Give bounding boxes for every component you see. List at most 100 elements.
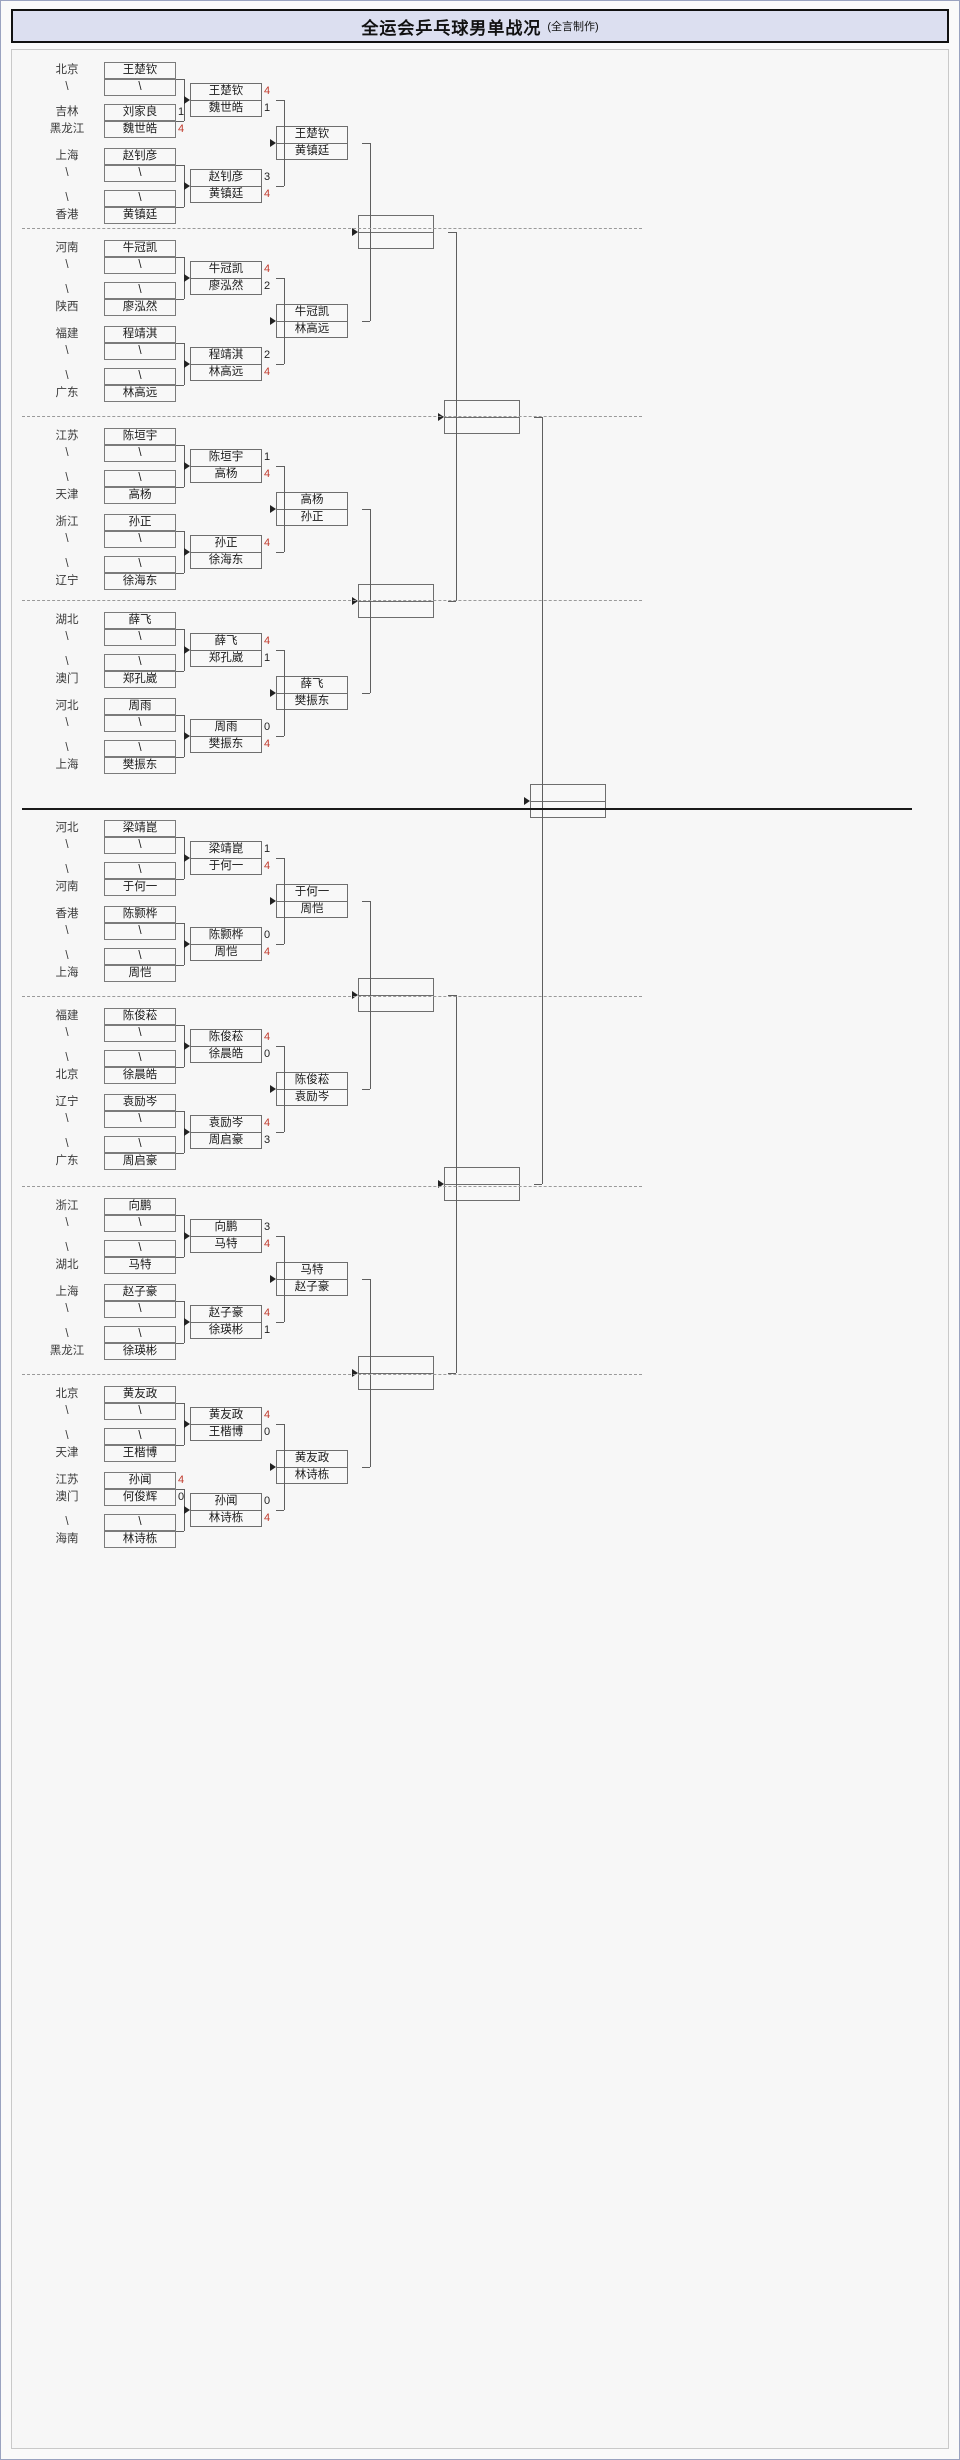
round1-slot[interactable]: \ bbox=[104, 1111, 176, 1128]
round1-slot[interactable]: \ bbox=[104, 923, 176, 940]
round2-match[interactable]: 薛飞郑孔崴 bbox=[190, 633, 262, 667]
round1-slot[interactable]: \ bbox=[104, 654, 176, 671]
round1-slot[interactable]: 陈垣宇 bbox=[104, 428, 176, 445]
seed-label: 黑龙江 bbox=[49, 1345, 85, 1357]
round1-slot[interactable]: \ bbox=[104, 1326, 176, 1343]
round3-match[interactable]: 薛飞樊振东 bbox=[276, 676, 348, 710]
round1-slot[interactable]: 魏世皓 bbox=[104, 121, 176, 138]
connector-h bbox=[276, 650, 284, 651]
connector-h bbox=[176, 1531, 184, 1532]
round1-slot[interactable]: \ bbox=[104, 948, 176, 965]
seed-label: 辽宁 bbox=[55, 575, 79, 587]
round1-slot[interactable]: 徐瑛彬 bbox=[104, 1343, 176, 1360]
match-player-top: 向鹏 bbox=[191, 1220, 261, 1237]
round1-slot[interactable]: \ bbox=[104, 1025, 176, 1042]
round2-match[interactable]: 梁靖崑于何一 bbox=[190, 841, 262, 875]
seed-label: 香港 bbox=[55, 908, 79, 920]
round1-slot[interactable]: 王楚钦 bbox=[104, 62, 176, 79]
round1-slot[interactable]: \ bbox=[104, 1403, 176, 1420]
round1-slot[interactable]: \ bbox=[104, 531, 176, 548]
round2-match[interactable]: 周雨樊振东 bbox=[190, 719, 262, 753]
round1-slot[interactable]: 樊振东 bbox=[104, 757, 176, 774]
round2-match[interactable]: 向鹏马特 bbox=[190, 1219, 262, 1253]
round1-slot[interactable]: \ bbox=[104, 862, 176, 879]
round2-match[interactable]: 陈垣宇高杨 bbox=[190, 449, 262, 483]
round1-slot[interactable]: 向鹏 bbox=[104, 1198, 176, 1215]
round2-match[interactable]: 赵子豪徐瑛彬 bbox=[190, 1305, 262, 1339]
round1-slot[interactable]: \ bbox=[104, 470, 176, 487]
round1-slot[interactable]: 高杨 bbox=[104, 487, 176, 504]
round3-match[interactable]: 高杨孙正 bbox=[276, 492, 348, 526]
round1-slot[interactable]: \ bbox=[104, 556, 176, 573]
round2-match[interactable]: 黄友政王楷博 bbox=[190, 1407, 262, 1441]
round3-match[interactable]: 马特赵子豪 bbox=[276, 1262, 348, 1296]
match-player-bottom: 林高远 bbox=[294, 323, 330, 335]
round1-slot[interactable]: 陈俊菘 bbox=[104, 1008, 176, 1025]
round1-slot[interactable]: \ bbox=[104, 165, 176, 182]
round1-slot[interactable]: 周启豪 bbox=[104, 1153, 176, 1170]
round2-match[interactable]: 程靖淇林高远 bbox=[190, 347, 262, 381]
round3-match[interactable]: 于何一周恺 bbox=[276, 884, 348, 918]
round1-slot[interactable]: \ bbox=[104, 629, 176, 646]
round1-slot[interactable]: 梁靖崑 bbox=[104, 820, 176, 837]
connector-h bbox=[176, 343, 184, 344]
round1-slot[interactable]: 于何一 bbox=[104, 879, 176, 896]
round1-slot[interactable]: 赵钊彦 bbox=[104, 148, 176, 165]
round2-match[interactable]: 牛冠凯廖泓然 bbox=[190, 261, 262, 295]
round3-match[interactable]: 黄友政林诗栋 bbox=[276, 1450, 348, 1484]
round1-slot[interactable]: \ bbox=[104, 837, 176, 854]
round1-slot[interactable]: 郑孔崴 bbox=[104, 671, 176, 688]
round1-slot[interactable]: \ bbox=[104, 1215, 176, 1232]
round2-match[interactable]: 袁励岑周启豪 bbox=[190, 1115, 262, 1149]
round2-match[interactable]: 陈颢桦周恺 bbox=[190, 927, 262, 961]
round1-slot[interactable]: \ bbox=[104, 740, 176, 757]
round1-slot[interactable]: 刘家良 bbox=[104, 104, 176, 121]
round1-slot[interactable]: 王楷博 bbox=[104, 1445, 176, 1462]
round1-slot[interactable]: \ bbox=[104, 343, 176, 360]
round1-slot[interactable]: \ bbox=[104, 257, 176, 274]
round2-match[interactable]: 孙正徐海东 bbox=[190, 535, 262, 569]
round1-slot[interactable]: 周恺 bbox=[104, 965, 176, 982]
round3-match[interactable]: 牛冠凯林高远 bbox=[276, 304, 348, 338]
round1-slot[interactable]: \ bbox=[104, 368, 176, 385]
round1-slot[interactable]: 廖泓然 bbox=[104, 299, 176, 316]
round1-slot[interactable]: 袁励岑 bbox=[104, 1094, 176, 1111]
round1-slot[interactable]: 周雨 bbox=[104, 698, 176, 715]
match-player-top: 牛冠凯 bbox=[277, 305, 347, 322]
round1-slot[interactable]: 林诗栋 bbox=[104, 1531, 176, 1548]
round2-match[interactable]: 孙闻林诗栋 bbox=[190, 1493, 262, 1527]
round1-slot[interactable]: 孙闻 bbox=[104, 1472, 176, 1489]
round1-slot[interactable]: 何俊辉 bbox=[104, 1489, 176, 1506]
round1-slot[interactable]: 赵子豪 bbox=[104, 1284, 176, 1301]
round1-slot[interactable]: \ bbox=[104, 1136, 176, 1153]
connector-h bbox=[176, 165, 184, 166]
round1-slot[interactable]: \ bbox=[104, 190, 176, 207]
round1-slot[interactable]: 陈颢桦 bbox=[104, 906, 176, 923]
round2-match[interactable]: 赵钊彦黄镇廷 bbox=[190, 169, 262, 203]
round1-slot[interactable]: 林高远 bbox=[104, 385, 176, 402]
round1-slot[interactable]: \ bbox=[104, 282, 176, 299]
round1-slot[interactable]: 薛飞 bbox=[104, 612, 176, 629]
connector-h bbox=[534, 417, 542, 418]
round1-slot[interactable]: 徐晨皓 bbox=[104, 1067, 176, 1084]
seed-label: \ bbox=[65, 370, 69, 382]
round1-slot[interactable]: 牛冠凯 bbox=[104, 240, 176, 257]
round1-slot[interactable]: \ bbox=[104, 1428, 176, 1445]
round2-match[interactable]: 王楚钦魏世皓 bbox=[190, 83, 262, 117]
round1-slot[interactable]: 孙正 bbox=[104, 514, 176, 531]
round1-slot[interactable]: \ bbox=[104, 79, 176, 96]
round3-match[interactable]: 陈俊菘袁励岑 bbox=[276, 1072, 348, 1106]
round1-slot[interactable]: 黄友政 bbox=[104, 1386, 176, 1403]
round1-slot[interactable]: \ bbox=[104, 445, 176, 462]
round1-slot[interactable]: 马特 bbox=[104, 1257, 176, 1274]
round1-slot[interactable]: \ bbox=[104, 715, 176, 732]
round1-slot[interactable]: 黄镇廷 bbox=[104, 207, 176, 224]
round1-slot[interactable]: \ bbox=[104, 1301, 176, 1318]
round1-slot[interactable]: 程靖淇 bbox=[104, 326, 176, 343]
round1-slot[interactable]: \ bbox=[104, 1240, 176, 1257]
round1-slot[interactable]: \ bbox=[104, 1050, 176, 1067]
round3-match[interactable]: 王楚钦黄镇廷 bbox=[276, 126, 348, 160]
round1-slot[interactable]: \ bbox=[104, 1514, 176, 1531]
round2-match[interactable]: 陈俊菘徐晨皓 bbox=[190, 1029, 262, 1063]
round1-slot[interactable]: 徐海东 bbox=[104, 573, 176, 590]
